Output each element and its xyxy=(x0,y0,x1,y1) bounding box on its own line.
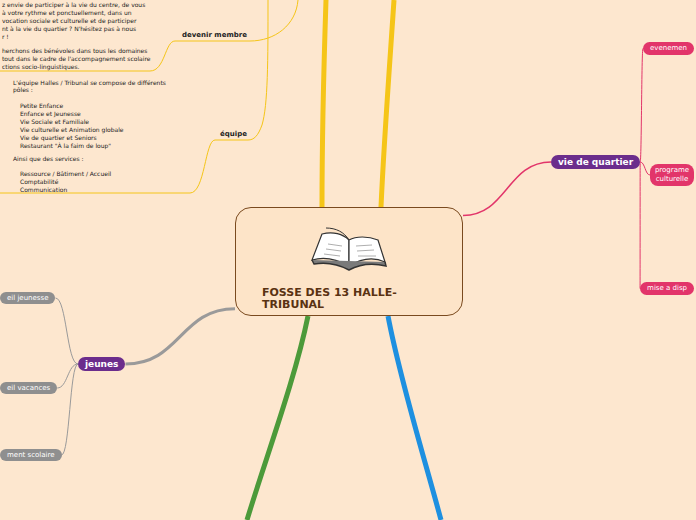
main-topic: jeunes xyxy=(78,357,125,371)
note-line: nt à la vie du quartier ? N'hésitez pas … xyxy=(2,25,136,32)
note-line: z envie de participer à la vie du centre… xyxy=(2,1,145,8)
branch-connector xyxy=(57,364,78,388)
branch-connector xyxy=(463,162,551,215)
main-topic: vie de quartier xyxy=(551,155,640,169)
topic-label: devenir membre xyxy=(182,31,247,39)
note-line: Ressource / Bâtiment / Accueil xyxy=(20,170,111,177)
note-line: Communication xyxy=(20,186,67,193)
note-line: Ainsi que des services : xyxy=(13,155,84,162)
note-line: ctions socio-linguistiques. xyxy=(2,63,79,70)
node-text: devenir membre xyxy=(182,31,247,39)
sub-topic: ment scolaire xyxy=(0,449,62,461)
node-text: jeunes xyxy=(85,359,118,369)
note-line: tout dans le cadre de l'accompagnement s… xyxy=(2,55,150,62)
node-text: ment scolaire xyxy=(7,451,55,459)
branch-connector xyxy=(640,49,643,163)
note-line: Petite Enfance xyxy=(20,102,63,109)
sub-topic: mise a disp xyxy=(640,282,694,295)
note-line: L'équipe Halles / Tribunal se compose de… xyxy=(13,79,183,93)
book-icon xyxy=(312,228,386,270)
node-text: équipe xyxy=(220,130,247,138)
yellow-twig xyxy=(0,0,268,193)
branch-connector xyxy=(640,162,641,289)
note-line: Vie Sociale et Familiale xyxy=(20,118,89,125)
note-line: Vie de quartier et Seniors xyxy=(20,134,97,141)
branch-connector xyxy=(62,364,78,455)
note-line: herchons des bénévoles dans tous les dom… xyxy=(2,47,147,54)
yellow-twig xyxy=(0,0,298,71)
node-text: eil vacances xyxy=(7,384,50,392)
blue-branch xyxy=(388,316,441,520)
note-line: à votre rythme et ponctuellement, dans u… xyxy=(2,9,132,16)
yellow-branch xyxy=(381,0,394,207)
note-line: r ! xyxy=(2,33,9,40)
branch-connector xyxy=(640,162,650,175)
node-text: programe culturelle xyxy=(653,166,691,184)
sub-topic: eil vacances xyxy=(0,382,57,394)
sub-topic: programe culturelle xyxy=(650,164,694,186)
note-line: vocation sociale et culturelle et de par… xyxy=(2,17,136,24)
center-fill xyxy=(235,207,463,316)
node-text: eil jeunesse xyxy=(7,294,48,302)
topic-label: équipe xyxy=(220,130,247,138)
note-line: Comptabilité xyxy=(20,178,58,185)
note-line: Enfance et Jeunesse xyxy=(20,110,81,117)
branch-connector xyxy=(55,298,78,364)
central-topic: FOSSE DES 13 HALLE-TRIBUNAL xyxy=(235,207,463,316)
note-line: Vie culturelle et Animation globale xyxy=(20,126,124,133)
sub-topic: eil jeunesse xyxy=(0,292,55,304)
node-text: vie de quartier xyxy=(558,157,633,167)
branch-connector xyxy=(125,309,235,364)
yellow-branch xyxy=(322,0,326,207)
node-text: evenemen xyxy=(650,44,687,53)
node-text: mise a disp xyxy=(647,284,687,293)
note-line: Restaurant "À la faim de loup" xyxy=(20,142,111,149)
green-branch xyxy=(247,316,308,520)
sub-topic: evenemen xyxy=(643,42,694,55)
node-text: FOSSE DES 13 HALLE-TRIBUNAL xyxy=(262,287,432,311)
